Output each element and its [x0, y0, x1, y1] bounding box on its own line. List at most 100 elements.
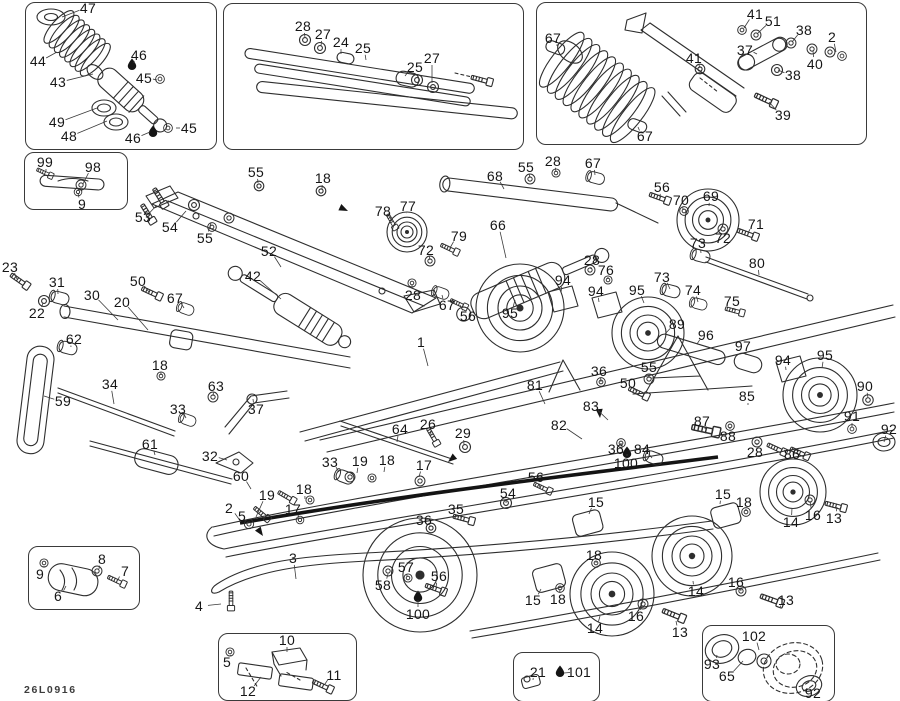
part-callout: 40: [806, 56, 824, 72]
part-callout: 99: [36, 154, 54, 170]
washer-icon: [91, 565, 103, 577]
nut-icon: [367, 473, 377, 483]
part-callout: 18: [378, 452, 396, 468]
washer-icon: [163, 123, 173, 133]
washer-icon: [824, 46, 836, 58]
part-callout: 73: [689, 235, 707, 251]
part-callout: 87: [693, 413, 711, 429]
part-callout: 82: [550, 417, 568, 433]
nut-icon: [305, 495, 315, 505]
part-callout: 96: [697, 327, 715, 343]
part-callout: 51: [764, 13, 782, 29]
part-callout: 25: [406, 59, 424, 75]
washer-icon: [837, 51, 847, 61]
part-callout: 28: [746, 444, 764, 460]
roller-bushing-icon: [47, 289, 71, 307]
part-callout: 89: [668, 316, 686, 332]
part-callout: 39: [774, 107, 792, 123]
part-callout: 12: [239, 683, 257, 699]
drawing-code: 26L0916: [24, 684, 77, 696]
part-callout: 15: [714, 486, 732, 502]
part-callout: 67: [438, 297, 456, 313]
arm-52-drawing: [145, 185, 441, 314]
part-callout: 13: [777, 592, 795, 608]
nut-icon: [403, 573, 413, 583]
inset-box: [702, 625, 835, 701]
part-callout: 79: [450, 228, 468, 244]
idler-wheel-drawing: [386, 211, 428, 253]
part-callout: 60: [232, 468, 250, 484]
part-callout: 65: [718, 668, 736, 684]
part-callout: 18: [735, 494, 753, 510]
idler-wheel-drawing: [475, 263, 565, 353]
part-callout: 17: [284, 501, 302, 517]
part-callout: 86: [783, 446, 801, 462]
part-callout: 64: [391, 421, 409, 437]
part-callout: 73: [653, 269, 671, 285]
part-callout: 38: [784, 67, 802, 83]
part-callout: 32: [201, 448, 219, 464]
part-callout: 37: [247, 401, 265, 417]
part-callout: 95: [816, 347, 834, 363]
part-callout: 54: [499, 485, 517, 501]
washer-icon: [458, 440, 472, 454]
spindle-brackets-drawing: [547, 285, 807, 383]
part-callout: 24: [332, 34, 350, 50]
part-callout: 95: [501, 305, 519, 321]
part-callout: 80: [748, 255, 766, 271]
part-callout: 92: [804, 685, 822, 701]
part-callout: 9: [35, 566, 45, 582]
idler-wheel-drawing: [676, 188, 740, 252]
nut-icon: [253, 180, 265, 192]
nut-icon: [295, 515, 305, 525]
part-callout: 38: [795, 22, 813, 38]
part-callout: 78: [374, 203, 392, 219]
part-callout: 100: [613, 455, 639, 471]
part-callout: 85: [738, 388, 756, 404]
roller-bushing-icon: [584, 169, 607, 187]
part-callout: 22: [28, 305, 46, 321]
part-callout: 2: [827, 29, 837, 45]
washer-icon: [770, 63, 784, 77]
part-callout: 36: [590, 363, 608, 379]
part-callout: 33: [169, 401, 187, 417]
part-callout: 30: [83, 287, 101, 303]
part-callout: 28: [294, 18, 312, 34]
part-callout: 18: [295, 481, 313, 497]
idler-wheel-drawing: [759, 458, 827, 526]
part-callout: 55: [196, 230, 214, 246]
part-callout: 34: [101, 376, 119, 392]
part-callout: 5: [222, 654, 232, 670]
inset2-arms-drawing: [244, 47, 518, 120]
part-callout: 66: [489, 217, 507, 233]
part-callout: 95: [628, 282, 646, 298]
part-callout: 53: [134, 209, 152, 225]
washer-icon: [806, 43, 818, 55]
part-callout: 18: [151, 357, 169, 373]
idler-wheel-drawing: [569, 551, 655, 637]
inset-box: [24, 152, 128, 210]
arrowhead-icon: [254, 526, 266, 539]
part-callout: 97: [734, 338, 752, 354]
part-callout: 55: [517, 159, 535, 175]
part-callout: 88: [719, 428, 737, 444]
coil-spring-drawing: [538, 31, 656, 144]
part-callout: 23: [1, 259, 19, 275]
washer-icon: [410, 73, 424, 87]
inset-clip-drawing: [520, 673, 541, 690]
part-callout: 94: [587, 283, 605, 299]
part-callout: 27: [314, 26, 332, 42]
part-callout: 83: [582, 398, 600, 414]
part-callout: 47: [79, 0, 97, 16]
part-callout: 68: [486, 168, 504, 184]
part-callout: 77: [399, 198, 417, 214]
idler-wheel-drawing: [651, 515, 733, 597]
part-callout: 10: [278, 632, 296, 648]
part-callout: 72: [714, 230, 732, 246]
part-callout: 54: [161, 219, 179, 235]
inset-box: [223, 3, 524, 150]
part-callout: 4: [194, 598, 204, 614]
part-callout: 26: [419, 416, 437, 432]
